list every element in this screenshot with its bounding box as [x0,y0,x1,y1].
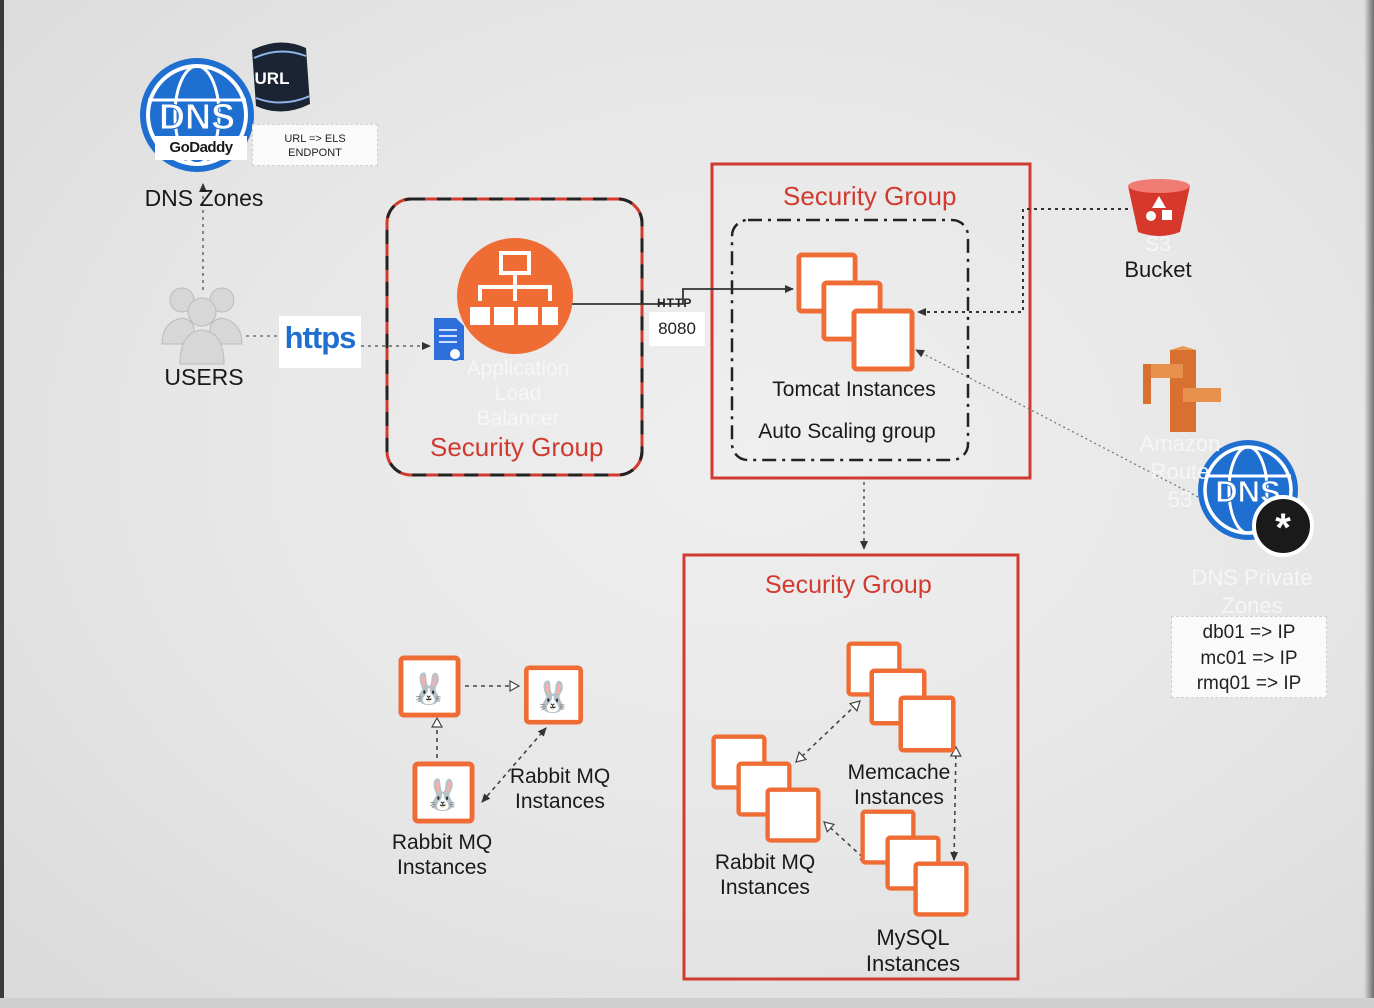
alb-name-line2: Load [494,382,542,405]
svg-text:DNS: DNS [159,96,235,137]
alb-security-group-title: Security Group [430,432,604,462]
rabbit-node-a-icon: 🐰 [401,658,458,715]
users-label: USERS [164,364,244,390]
rabbit-cluster-label-right-line1: Rabbit MQ [509,765,611,788]
alb-name-line3: Balancer [476,407,560,430]
dns-records-list: db01 => IP mc01 => IP rmq01 => IP [1171,616,1327,698]
https-label: https [279,316,361,368]
memcache-mysql-link [950,746,959,861]
photo-edge-left [0,0,4,1008]
memcache-instances-icon [849,644,954,751]
load-balancer-icon [457,238,573,354]
memcache-label: Memcache Instances [830,760,968,810]
port-label: 8080 [649,312,705,346]
backend-rabbitmq-label-line2: Instances [720,876,810,899]
backend-rabbitmq-label-line1: Rabbit MQ [714,851,816,874]
rabbit-node-c-icon: 🐰 [415,764,472,821]
http-label: HTTP [657,296,693,310]
memcache-label-line1: Memcache [847,761,951,784]
svg-text:URL: URL [255,69,290,88]
tomcat-instances-icon [799,255,912,369]
dns-zones-label: DNS Zones [144,185,264,211]
rabbit-c-b-link [481,727,547,803]
rabbit-cluster-label-bottom: Rabbit MQ Instances [380,830,504,880]
route53-icon [1143,346,1221,432]
alb-name: Application Load Balancer [448,356,588,431]
svg-text:🐰: 🐰 [410,671,447,706]
dns-private-zones-line1: DNS Private [1191,565,1313,590]
memcache-label-line2: Instances [854,786,944,809]
route53-name-line1: Amazon [1139,431,1221,456]
dns-private-zones-line2: Zones [1221,593,1283,618]
app-security-group-box [710,162,1032,480]
dns-note: URL => ELS ENDPONT [252,124,378,166]
rabbit-cluster-label-bottom-line1: Rabbit MQ [391,831,493,854]
s3-bucket-label: Bucket [1124,257,1192,282]
certificate-icon [434,318,464,361]
dns-record: db01 => IP [1202,622,1296,643]
dns-record: rmq01 => IP [1196,673,1302,694]
rabbit-memcache-link [795,701,860,763]
url-icon: URL [252,42,311,112]
rabbit-node-b-icon: 🐰 [526,668,580,722]
s3-name: S3 [1145,233,1171,256]
alb-name-line1: Application [466,357,570,380]
app-security-group-title: Security Group [783,181,957,211]
dns-note-line1: URL => ELS [284,133,346,145]
route53-tomcat-link [915,349,1199,498]
mysql-label-line2: Instances [865,951,961,976]
photo-edge-bottom [0,998,1374,1008]
rabbit-cluster-label-bottom-line2: Instances [397,856,487,879]
backend-security-group-box [682,553,1020,981]
photo-edge-right [1364,0,1374,1008]
s3-bucket-icon [1128,179,1190,236]
auto-scaling-group-box [730,218,970,462]
rabbitmq-instances-icon [714,737,819,841]
alb-tomcat-link [572,285,794,305]
dns-private-zones-label: DNS Private Zones [1172,564,1332,620]
backend-security-group-title: Security Group [765,571,932,599]
auto-scaling-group-label: Auto Scaling group [758,420,936,443]
svg-text:*: * [1275,506,1291,550]
backend-rabbitmq-label: Rabbit MQ Instances [698,850,832,900]
svg-text:🐰: 🐰 [534,679,571,714]
dns-note-line2: ENDPONT [288,147,342,159]
mysql-label-line1: MySQL [876,925,950,950]
godaddy-logo: GoDaddy [155,136,247,160]
route53-name-line3: 53 [1167,487,1193,512]
rabbit-cluster-label-right: Rabbit MQ Instances [498,764,622,814]
mysql-label: MySQL Instances [848,925,978,977]
dns-private-zones-icon: DNS * [1198,440,1314,557]
route53-name: Amazon Route 53 [1128,430,1232,514]
mysql-instances-icon [863,812,967,915]
users-icon [161,287,243,365]
rabbit-cluster-label-right-line2: Instances [515,790,605,813]
dns-record: mc01 => IP [1200,647,1298,669]
s3-tomcat-link [917,208,1128,316]
svg-text:🐰: 🐰 [424,777,461,812]
tomcat-instances-label: Tomcat Instances [772,378,936,401]
route53-name-line2: Route [1150,459,1210,484]
